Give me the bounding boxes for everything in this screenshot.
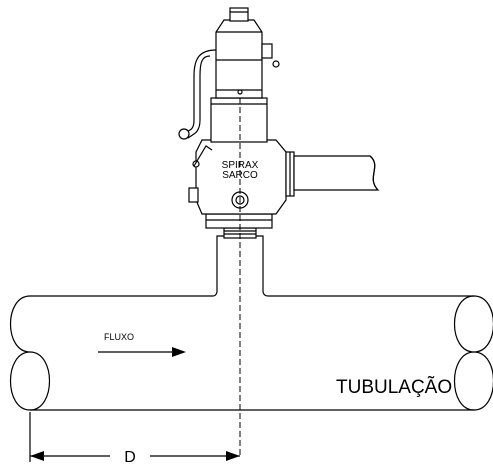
pipe-right-break [455, 296, 493, 410]
drain-plug [189, 188, 198, 202]
dimension-label: D [124, 449, 136, 464]
pipe-left-break [11, 296, 50, 410]
outlet-pipe [294, 156, 378, 190]
valve-body [189, 140, 378, 228]
valve-brand-label-line2: SARCO [222, 170, 258, 181]
valve-base-flange [206, 214, 272, 228]
flow-arrow [98, 347, 186, 357]
valve-bonnet [211, 8, 279, 142]
pipe-label: TUBULAÇÃO [336, 376, 452, 398]
pipe-top-edge [30, 292, 474, 296]
bonnet-cap [230, 8, 248, 21]
flow-label: FLUXO [104, 332, 134, 342]
